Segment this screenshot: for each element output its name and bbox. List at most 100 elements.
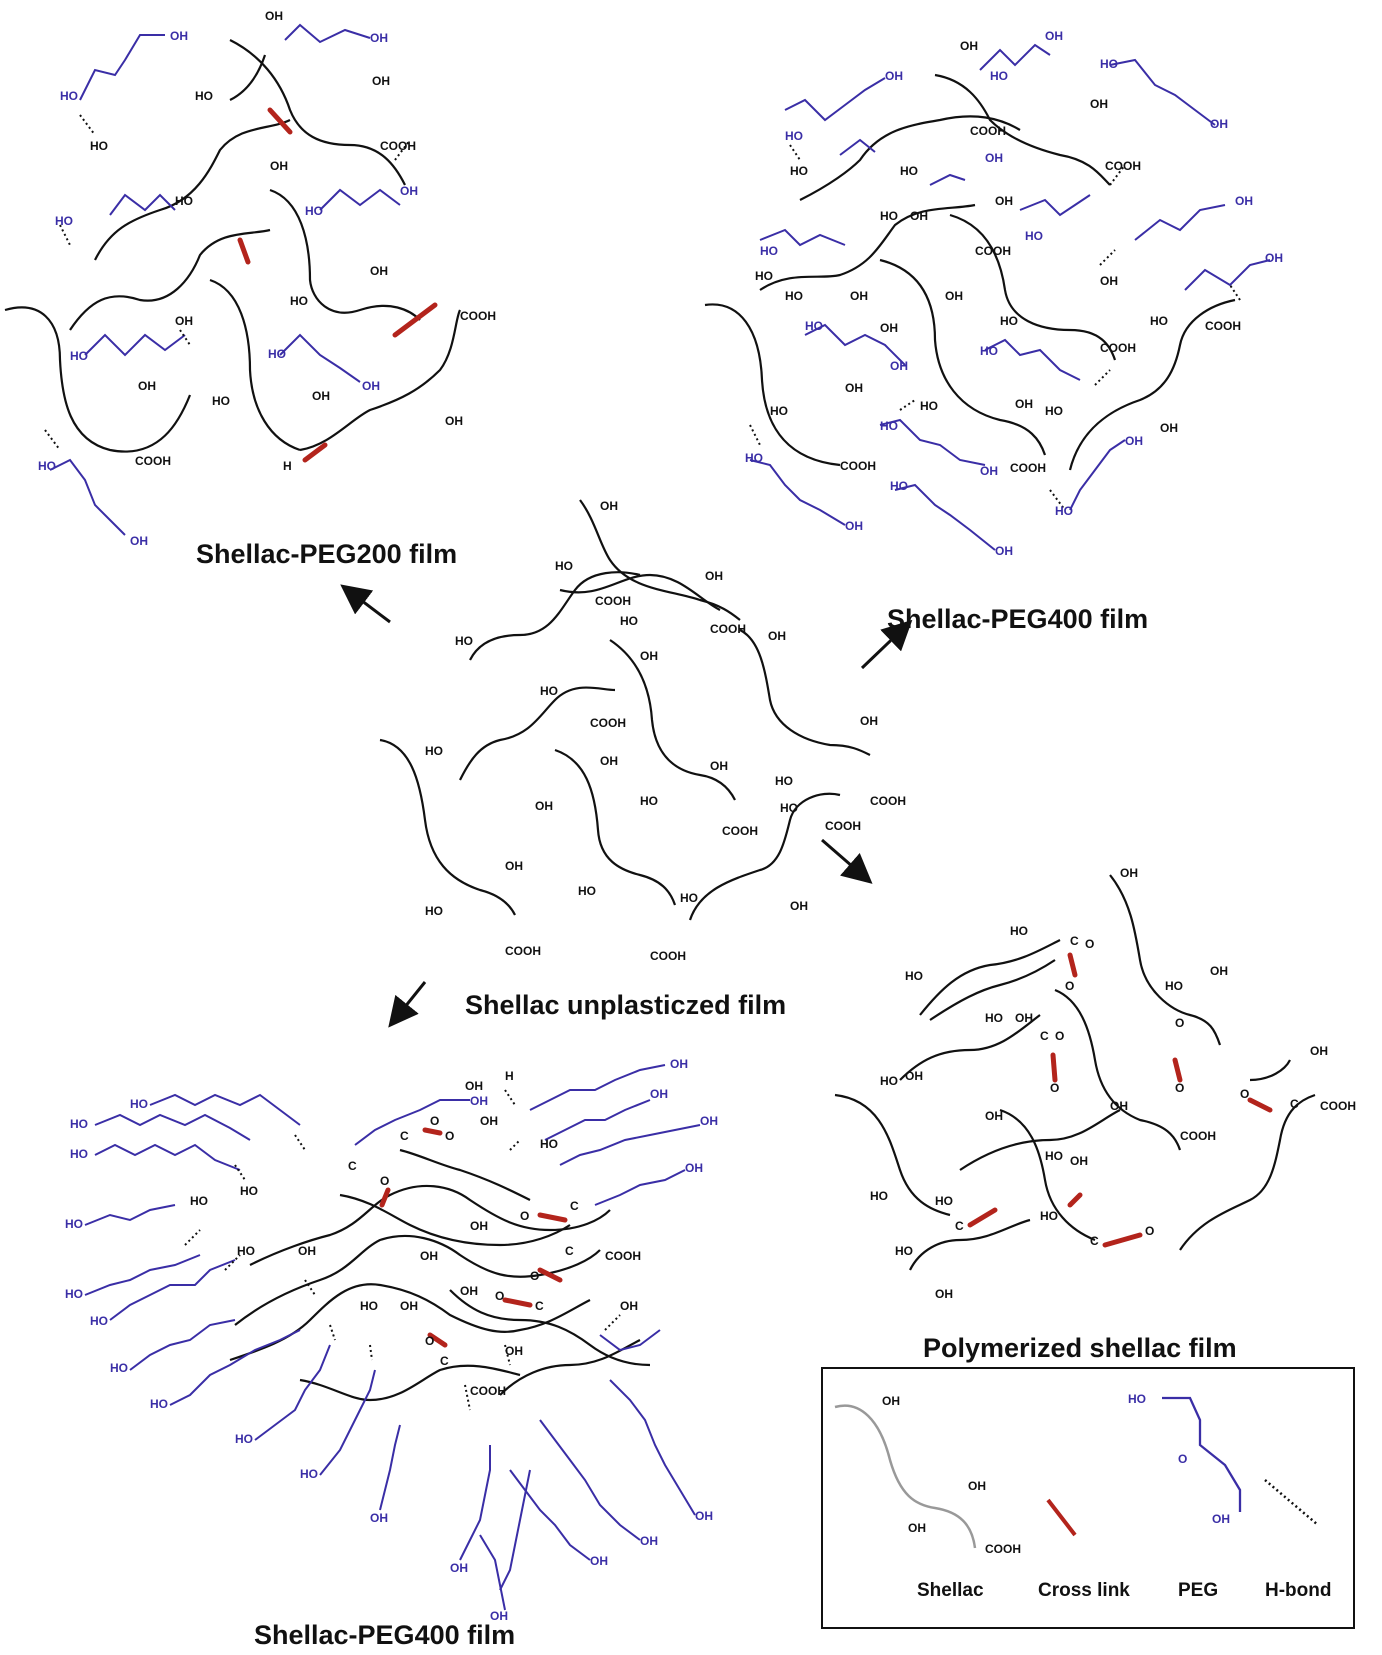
labels-unplasticized: OH HO OH COOH HO COOH OH HO OH HO COOH O… bbox=[425, 499, 906, 963]
shellac-chain bbox=[704, 303, 841, 467]
ho-label: HO bbox=[775, 774, 793, 788]
oh-label: OH bbox=[850, 289, 868, 303]
ho-label: HO bbox=[70, 1117, 88, 1131]
ho-label: HO bbox=[785, 289, 803, 303]
arrow-to-polymerized bbox=[821, 838, 873, 884]
shellac-chain bbox=[1249, 1059, 1291, 1082]
ho-label: HO bbox=[305, 204, 323, 218]
ho-label: HO bbox=[1100, 57, 1118, 71]
oh-label: OH bbox=[270, 159, 288, 173]
oh-label: OH bbox=[130, 534, 148, 548]
oh-label: OH bbox=[535, 799, 553, 813]
shellac-chain bbox=[759, 203, 976, 291]
oh-label: OH bbox=[400, 1299, 418, 1313]
oh-label: OH bbox=[1160, 421, 1178, 435]
ho-label: HO bbox=[1010, 924, 1028, 938]
oh-label: OH bbox=[470, 1219, 488, 1233]
ho-label: HO bbox=[760, 244, 778, 258]
ho-label: HO bbox=[805, 319, 823, 333]
peg-chains-peg200 bbox=[49, 23, 401, 536]
shellac-chain bbox=[959, 1109, 1121, 1171]
oh-label: OH bbox=[1125, 434, 1143, 448]
cooh-label: COOH bbox=[470, 1384, 506, 1398]
cooh-label: COOH bbox=[710, 622, 746, 636]
ho-label: HO bbox=[620, 614, 638, 628]
oh-label: OH bbox=[1120, 866, 1138, 880]
o-label: O bbox=[425, 1334, 434, 1348]
o-label: O bbox=[1175, 1081, 1184, 1095]
oh-label: OH bbox=[905, 1069, 923, 1083]
o-label: O bbox=[1175, 1016, 1184, 1030]
legend-peg-label: PEG bbox=[1178, 1580, 1219, 1601]
ho-label: HO bbox=[640, 794, 658, 808]
oh-label: OH bbox=[995, 194, 1013, 208]
shellac-chain bbox=[1179, 1093, 1316, 1251]
oh-label: OH bbox=[790, 899, 808, 913]
c-label: C bbox=[1040, 1029, 1049, 1043]
oh-label: OH bbox=[845, 519, 863, 533]
oh-label: OH bbox=[460, 1284, 478, 1298]
c-label: C bbox=[955, 1219, 964, 1233]
oh-label: OH bbox=[695, 1509, 713, 1523]
oh-label: OH bbox=[995, 544, 1013, 558]
oh-label: OH bbox=[370, 264, 388, 278]
shellac-chain bbox=[299, 309, 462, 452]
o-label: O bbox=[1145, 1224, 1154, 1238]
oh-label: OH bbox=[590, 1554, 608, 1568]
labels-peg200: OH OH HO COOH HO HO OH OH COOH HO OH OH … bbox=[38, 9, 496, 548]
shellac-chain bbox=[339, 1193, 571, 1247]
oh-label: OH bbox=[1110, 1099, 1128, 1113]
ho-label: HO bbox=[455, 634, 473, 648]
oh-label: OH bbox=[600, 754, 618, 768]
oh-label: OH bbox=[265, 9, 283, 23]
shellac-chain bbox=[934, 73, 1111, 186]
o-label: O bbox=[1055, 1029, 1064, 1043]
oh-label: OH bbox=[945, 289, 963, 303]
c-label: C bbox=[1070, 934, 1079, 948]
hbonds-peg200 bbox=[44, 114, 411, 451]
shellac-chain bbox=[459, 686, 616, 781]
c-label: C bbox=[440, 1354, 449, 1368]
shellac-chain bbox=[379, 738, 516, 916]
ho-label: HO bbox=[540, 684, 558, 698]
ho-label: HO bbox=[237, 1244, 255, 1258]
o-label: O bbox=[530, 1269, 539, 1283]
ho-label: HO bbox=[360, 1299, 378, 1313]
oh-label: OH bbox=[170, 29, 188, 43]
ho-label: HO bbox=[300, 1467, 318, 1481]
shellac-chain bbox=[909, 1218, 1031, 1271]
o-label: O bbox=[520, 1209, 529, 1223]
cooh-label: COOH bbox=[505, 944, 541, 958]
h-label: H bbox=[283, 459, 292, 473]
c-label: C bbox=[565, 1244, 574, 1258]
shellac-chain bbox=[609, 639, 736, 801]
shellac-chain bbox=[559, 573, 721, 611]
cooh-label: COOH bbox=[870, 794, 906, 808]
c-label: C bbox=[570, 1199, 579, 1213]
legend-cooh-label: COOH bbox=[985, 1542, 1021, 1556]
ho-label: HO bbox=[890, 479, 908, 493]
shellac-chain bbox=[299, 1364, 521, 1402]
ho-label: HO bbox=[790, 164, 808, 178]
shellac-chain bbox=[929, 959, 1056, 1021]
cooh-label: COOH bbox=[840, 459, 876, 473]
ho-label: HO bbox=[195, 89, 213, 103]
ho-label: HO bbox=[1000, 314, 1018, 328]
ho-label: HO bbox=[190, 1194, 208, 1208]
oh-label: OH bbox=[705, 569, 723, 583]
oh-label: OH bbox=[860, 714, 878, 728]
oh-label: OH bbox=[600, 499, 618, 513]
oh-label: OH bbox=[505, 1344, 523, 1358]
ho-label: HO bbox=[90, 139, 108, 153]
legend-o-label: O bbox=[1178, 1452, 1187, 1466]
shellac-chain bbox=[579, 499, 741, 621]
cooh-label: COOH bbox=[825, 819, 861, 833]
legend-graphics: OH OH OH COOH HO O OH bbox=[834, 1392, 1319, 1556]
ho-label: HO bbox=[175, 194, 193, 208]
cooh-label: COOH bbox=[1320, 1099, 1356, 1113]
oh-label: OH bbox=[370, 31, 388, 45]
panel-peg200 bbox=[4, 39, 462, 453]
oh-label: OH bbox=[640, 649, 658, 663]
o-label: O bbox=[495, 1289, 504, 1303]
oh-label: OH bbox=[445, 414, 463, 428]
